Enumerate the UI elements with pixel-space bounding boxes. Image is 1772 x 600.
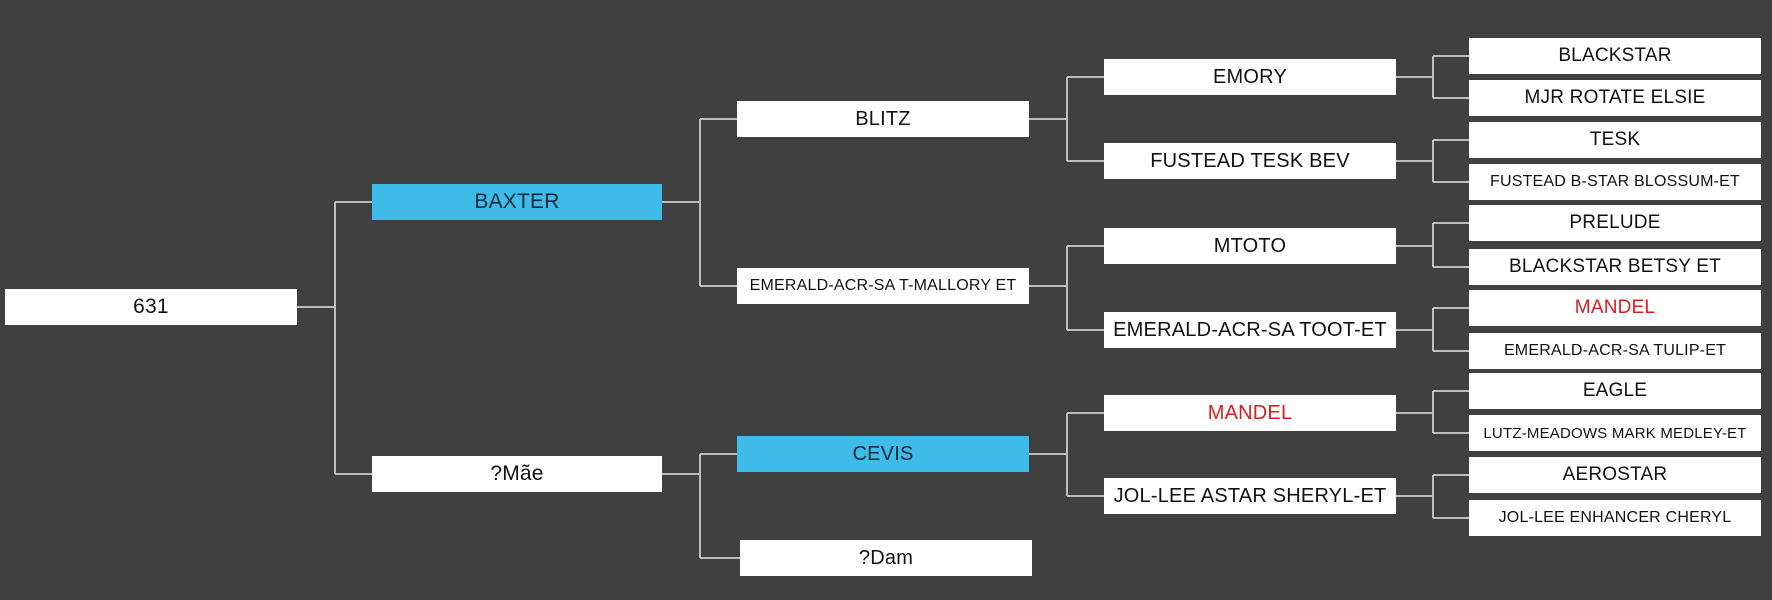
node-sire-dam[interactable]: EMERALD-ACR-SA T-MALLORY ET bbox=[737, 268, 1029, 304]
node-dam-sire-sire[interactable]: MANDEL bbox=[1104, 395, 1396, 431]
node-gen4-11[interactable]: AEROSTAR bbox=[1469, 457, 1761, 493]
node-gen4-1[interactable]: BLACKSTAR bbox=[1469, 38, 1761, 74]
node-sire[interactable]: BAXTER bbox=[372, 184, 662, 220]
node-gen4-3[interactable]: TESK bbox=[1469, 122, 1761, 158]
node-sire-sire-sire[interactable]: EMORY bbox=[1104, 59, 1396, 95]
node-dam-sire[interactable]: CEVIS bbox=[737, 436, 1029, 472]
node-gen4-6[interactable]: BLACKSTAR BETSY ET bbox=[1469, 249, 1761, 285]
node-gen4-8[interactable]: EMERALD-ACR-SA TULIP-ET bbox=[1469, 333, 1761, 369]
node-dam-dam[interactable]: ?Dam bbox=[740, 540, 1032, 576]
node-gen4-12[interactable]: JOL-LEE ENHANCER CHERYL bbox=[1469, 500, 1761, 536]
node-dam-sire-dam[interactable]: JOL-LEE ASTAR SHERYL-ET bbox=[1104, 478, 1396, 514]
node-gen4-7[interactable]: MANDEL bbox=[1469, 290, 1761, 326]
node-sire-sire[interactable]: BLITZ bbox=[737, 101, 1029, 137]
node-gen4-5[interactable]: PRELUDE bbox=[1469, 205, 1761, 241]
node-sire-sire-dam[interactable]: FUSTEAD TESK BEV bbox=[1104, 143, 1396, 179]
node-gen4-4[interactable]: FUSTEAD B-STAR BLOSSUM-ET bbox=[1469, 164, 1761, 200]
node-dam[interactable]: ?Mãe bbox=[372, 456, 662, 492]
node-gen4-9[interactable]: EAGLE bbox=[1469, 373, 1761, 409]
node-sire-dam-sire[interactable]: MTOTO bbox=[1104, 228, 1396, 264]
node-gen4-10[interactable]: LUTZ-MEADOWS MARK MEDLEY-ET bbox=[1469, 415, 1761, 451]
node-gen4-2[interactable]: MJR ROTATE ELSIE bbox=[1469, 80, 1761, 116]
node-sire-dam-dam[interactable]: EMERALD-ACR-SA TOOT-ET bbox=[1104, 312, 1396, 348]
node-subject[interactable]: 631 bbox=[5, 289, 297, 325]
